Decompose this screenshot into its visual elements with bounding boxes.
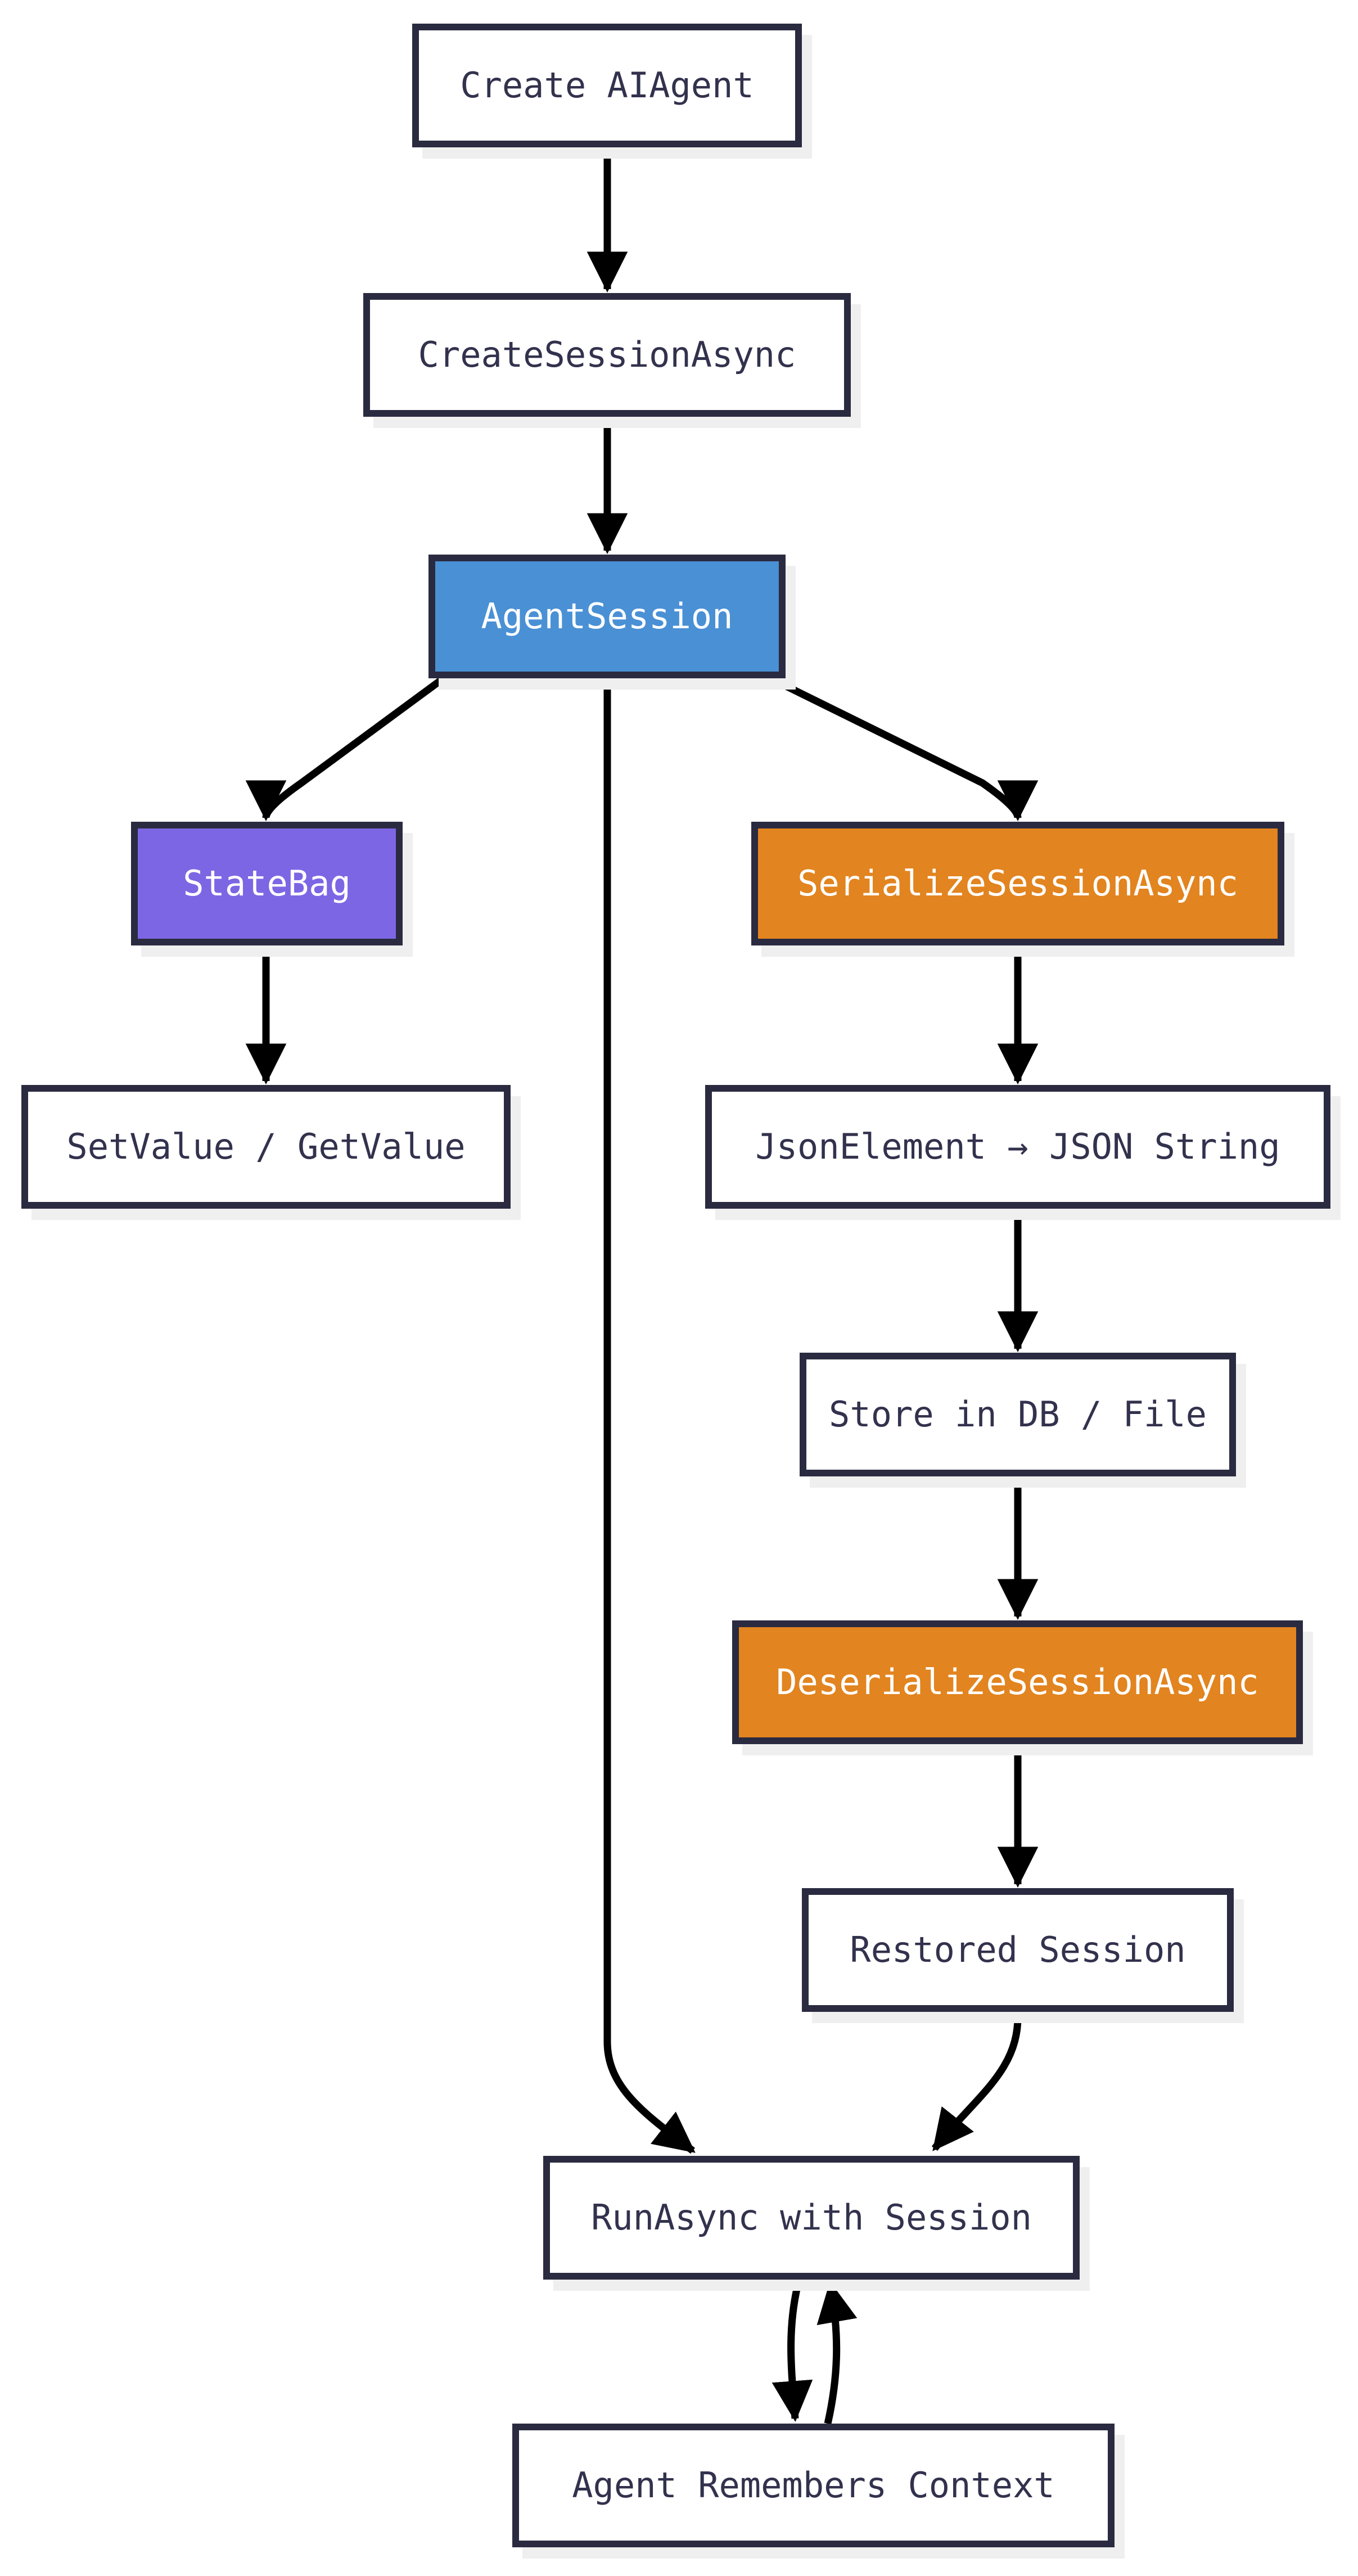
edge-agent-remembers-context-to-runasync <box>816 2281 858 2425</box>
node-restored-session-label: Restored Session <box>850 1929 1186 1970</box>
node-store-in-db-file-label: Store in DB / File <box>829 1394 1207 1435</box>
node-runasync-with-session-label: RunAsync with Session <box>591 2197 1032 2238</box>
node-set-value-get-value: SetValue / GetValue <box>21 1085 511 1209</box>
node-create-session-async: CreateSessionAsync <box>363 293 851 417</box>
node-runasync-with-session: RunAsync with Session <box>543 2156 1080 2280</box>
edge-agent-session-to-serialize-session-async <box>771 676 1039 822</box>
node-agent-session-label: AgentSession <box>481 596 733 637</box>
node-serialize-session-async-label: SerializeSessionAsync <box>797 863 1238 904</box>
node-serialize-session-async: SerializeSessionAsync <box>751 822 1284 945</box>
edge-agent-session-to-state-bag <box>245 676 444 822</box>
node-state-bag-label: StateBag <box>183 863 351 904</box>
node-create-aiagent: Create AIAgent <box>412 24 802 147</box>
node-agent-remembers-context-label: Agent Remembers Context <box>572 2465 1055 2506</box>
edge-agent-session-to-runasync-with-session <box>603 678 696 2154</box>
node-restored-session: Restored Session <box>802 1888 1234 2012</box>
node-deserialize-session-async: DeserializeSessionAsync <box>732 1620 1303 1744</box>
node-set-value-get-value-label: SetValue / GetValue <box>66 1126 466 1167</box>
node-deserialize-session-async-label: DeserializeSessionAsync <box>776 1661 1259 1703</box>
edge-restored-session-to-runasync-with-session <box>931 2011 1022 2151</box>
node-json-element-json-string-label: JsonElement → JSON String <box>755 1126 1280 1167</box>
node-create-aiagent-label: Create AIAgent <box>460 65 754 106</box>
node-agent-session: AgentSession <box>428 555 786 678</box>
edge-runasync-to-agent-remembers-context <box>772 2278 813 2422</box>
node-store-in-db-file: Store in DB / File <box>800 1353 1236 1476</box>
node-create-session-async-label: CreateSessionAsync <box>418 334 796 375</box>
node-json-element-json-string: JsonElement → JSON String <box>705 1085 1330 1209</box>
node-agent-remembers-context: Agent Remembers Context <box>512 2424 1115 2547</box>
node-state-bag: StateBag <box>131 822 403 945</box>
